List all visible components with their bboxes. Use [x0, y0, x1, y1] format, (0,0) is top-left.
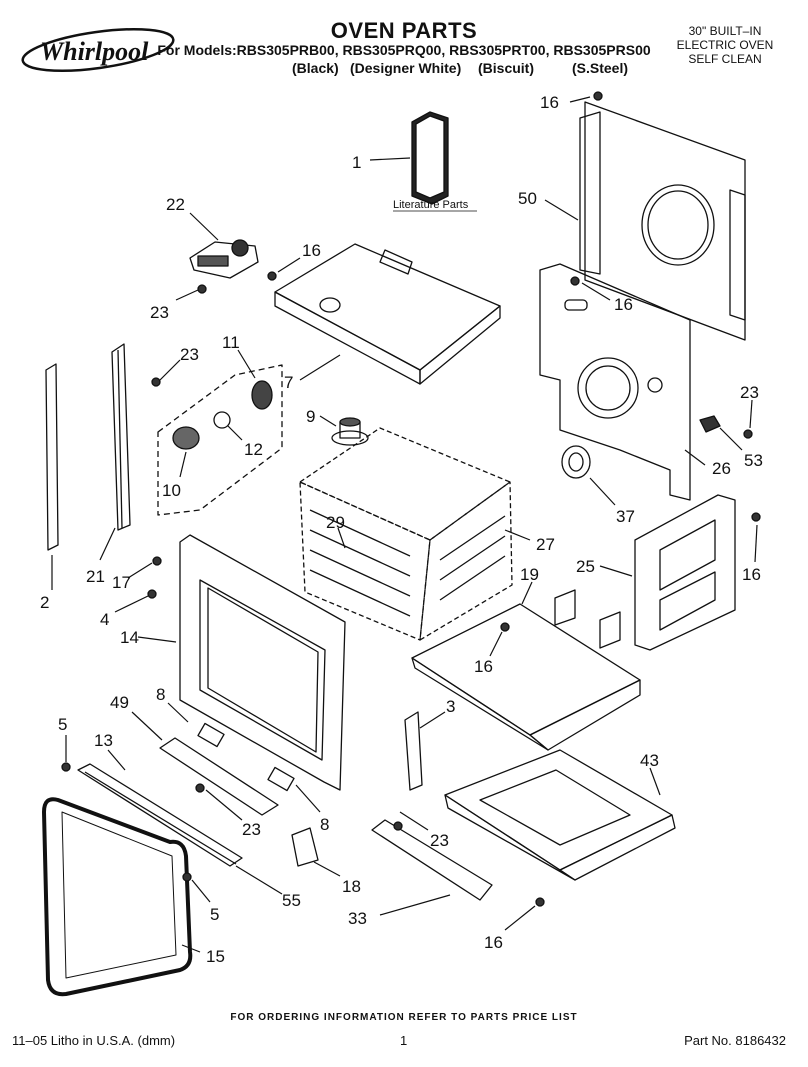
page-number: 1 [400, 1033, 408, 1048]
side-trim-part [45, 363, 59, 551]
model-list: For Models:RBS305PRB00, RBS305PRQ00, RBS… [157, 42, 651, 58]
callout-3: 3 [446, 697, 455, 716]
callout-11: 11 [222, 333, 240, 352]
page-title: OVEN PARTS [330, 18, 478, 43]
whirlpool-logo: Whirlpool [21, 28, 175, 72]
callout-8: 8 [156, 685, 165, 704]
callout-18: 18 [342, 877, 361, 896]
callout-10: 10 [162, 481, 181, 500]
small-bracket-part [291, 827, 319, 867]
callout-55: 55 [282, 891, 301, 910]
callout-27: 27 [536, 535, 555, 554]
callout-49: 49 [110, 693, 129, 712]
callout-2: 2 [40, 593, 49, 612]
bottom-shelf-part [411, 589, 641, 751]
callout-25: 25 [576, 557, 595, 576]
callout-16: 16 [484, 933, 503, 952]
screw-parts [61, 91, 761, 907]
product-description: 30" BUILT–IN ELECTRIC OVEN SELF CLEAN [660, 24, 790, 66]
callout-53: 53 [744, 451, 763, 470]
hinge-bracket-part [404, 711, 423, 791]
color-label: (Black) [292, 60, 339, 76]
callout-23: 23 [180, 345, 199, 364]
callout-17: 17 [112, 573, 131, 592]
part-number: Part No. 8186432 [684, 1033, 786, 1048]
lamp-lens-part [172, 426, 200, 450]
callout-16: 16 [540, 93, 559, 112]
product-line: ELECTRIC OVEN [676, 38, 774, 52]
rear-inner-panel-part [539, 263, 691, 501]
product-line: 30" BUILT–IN [688, 24, 762, 38]
callout-26: 26 [712, 459, 731, 478]
callout-16: 16 [742, 565, 761, 584]
front-frame-part [179, 534, 346, 791]
callout-12: 12 [244, 440, 263, 459]
callout-1: 1 [352, 153, 361, 172]
callout-29: 29 [326, 513, 345, 532]
callout-33: 33 [348, 909, 367, 928]
product-line: SELF CLEAN [688, 52, 762, 66]
callout-23: 23 [430, 831, 449, 850]
callout-16: 16 [614, 295, 633, 314]
color-label: (Designer White) [350, 60, 462, 76]
literature-parts-label: Literature Parts [393, 199, 469, 211]
callout-23: 23 [242, 820, 261, 839]
lower-frame-part [444, 749, 676, 881]
callout-22: 22 [166, 195, 185, 214]
callout-5: 5 [210, 905, 219, 924]
gasket-part [561, 445, 591, 479]
thermostat-part [331, 417, 369, 446]
callout-23: 23 [150, 303, 169, 322]
callout-7: 7 [284, 373, 293, 392]
callout-9: 9 [306, 407, 315, 426]
lamp-bulb-part [213, 411, 231, 429]
callout-16: 16 [302, 241, 321, 260]
callout-4: 4 [100, 610, 109, 629]
cavity-rack-slots [309, 509, 506, 617]
switch-assembly-part [189, 239, 259, 279]
back-panel-part [579, 101, 746, 341]
color-label: (S.Steel) [572, 60, 629, 76]
callout-15: 15 [206, 947, 225, 966]
oven-cavity-part [299, 427, 513, 641]
vent-trim-part [159, 722, 295, 816]
callout-43: 43 [640, 751, 659, 770]
callout-13: 13 [94, 731, 113, 750]
litho-info: 11–05 Litho in U.S.A. (dmm) [12, 1033, 176, 1048]
clip-part [699, 415, 721, 433]
leader-lines [51, 96, 758, 953]
callout-19: 19 [520, 565, 539, 584]
lamp-socket-part [251, 380, 273, 410]
callout-23: 23 [740, 383, 759, 402]
callout-37: 37 [616, 507, 635, 526]
top-panel-part [274, 243, 501, 385]
callout-21: 21 [86, 567, 105, 586]
seal-strip-part [77, 763, 243, 867]
side-panel-part [634, 494, 736, 651]
callout-8: 8 [320, 815, 329, 834]
svg-text:Whirlpool: Whirlpool [40, 37, 149, 66]
callout-5: 5 [58, 715, 67, 734]
callout-16: 16 [474, 657, 493, 676]
literature-book-part [411, 111, 449, 205]
kick-plate-part [371, 819, 493, 901]
side-bracket-part [111, 343, 131, 531]
callout-14: 14 [120, 628, 139, 647]
ordering-note: FOR ORDERING INFORMATION REFER TO PARTS … [230, 1012, 578, 1023]
callout-50: 50 [518, 189, 537, 208]
color-label: (Biscuit) [478, 60, 534, 76]
door-gasket-part [42, 797, 193, 997]
